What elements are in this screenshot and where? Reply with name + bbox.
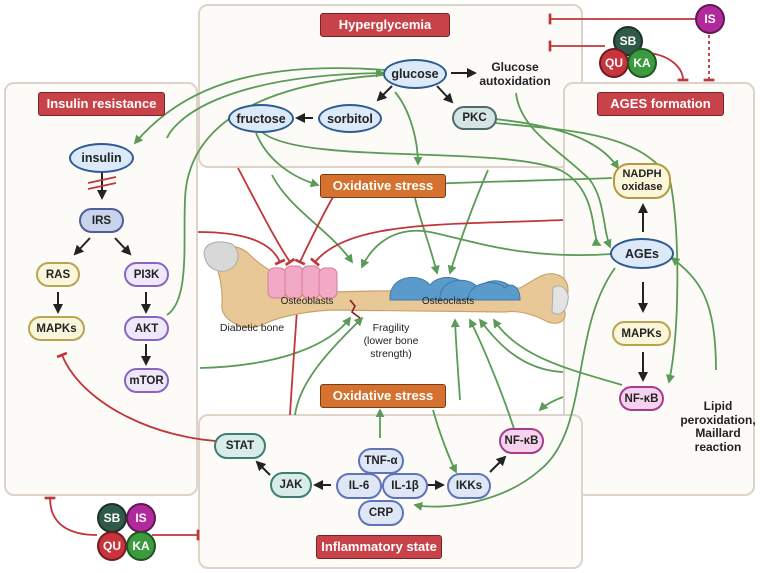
- mapks-node-right: MAPKs: [612, 321, 671, 346]
- insulin-node: insulin: [69, 143, 134, 173]
- compound-sb-top: SB: [613, 26, 643, 56]
- ras-node: RAS: [36, 262, 80, 287]
- ikks-node: IKKs: [447, 473, 491, 499]
- osteoclast-cells: [389, 277, 521, 301]
- sorbitol-node: sorbitol: [318, 104, 382, 133]
- fragility-label: Fragility (lower bone strength): [363, 322, 419, 360]
- il6-node: IL-6: [336, 473, 382, 499]
- red-inhibition-lines: [44, 13, 715, 541]
- stat-node: STAT: [214, 433, 266, 459]
- glucose-node: glucose: [383, 59, 447, 89]
- ages-formation-header: AGES formation: [597, 92, 724, 116]
- fructose-node: fructose: [228, 104, 294, 133]
- akt-node: AKT: [124, 316, 169, 341]
- pkc-node: PKC: [452, 106, 497, 130]
- fracture-mark: [349, 299, 361, 319]
- ages-node: AGEs: [610, 238, 674, 269]
- lipid-peroxidation-label: Lipid peroxidation, Maillard reaction: [680, 399, 756, 454]
- oxidative-stress-bottom: Oxidative stress: [320, 384, 446, 408]
- osteoblast-cells: [267, 265, 338, 299]
- compound-qu-bottom: QU: [97, 531, 127, 561]
- nfkb-node-right: NF-κB: [619, 386, 664, 411]
- ages-formation-panel: [563, 82, 755, 496]
- glucose-autoxidation-label: Glucose autoxidation: [479, 60, 551, 88]
- mtor-node: mTOR: [124, 368, 169, 393]
- compound-is-bottom: IS: [126, 503, 156, 533]
- compound-ka-top: KA: [627, 48, 657, 78]
- oxidative-stress-top: Oxidative stress: [320, 174, 446, 198]
- inflammatory-state-header: Inflammatory state: [316, 535, 442, 559]
- crp-node: CRP: [358, 500, 404, 526]
- insulin-resistance-header: Insulin resistance: [38, 92, 165, 116]
- black-arrows: [53, 68, 648, 490]
- compound-sb-bottom: SB: [97, 503, 127, 533]
- compound-ka-bottom: KA: [126, 531, 156, 561]
- jak-node: JAK: [270, 472, 312, 498]
- osteoblasts-label: Osteoblasts: [280, 296, 334, 307]
- compound-qu-top: QU: [599, 48, 629, 78]
- bone-head: [203, 241, 239, 272]
- green-arrows: [133, 67, 717, 511]
- tnf-alpha-node: TNF-α: [358, 448, 404, 474]
- nfkb-node-bottom: NF-κB: [499, 428, 544, 454]
- mapks-node-left: MAPKs: [28, 316, 85, 341]
- diabetic-bone-label: Diabetic bone: [219, 322, 285, 334]
- nadph-oxidase-node: NADPH oxidase: [613, 163, 671, 199]
- irs-node: IRS: [79, 208, 124, 233]
- hyperglycemia-header: Hyperglycemia: [320, 13, 450, 37]
- osteoclasts-label: Osteoclasts: [421, 296, 475, 307]
- pi3k-node: PI3K: [124, 262, 169, 287]
- il1b-node: IL-1β: [382, 473, 428, 499]
- compound-is-top: IS: [695, 4, 725, 34]
